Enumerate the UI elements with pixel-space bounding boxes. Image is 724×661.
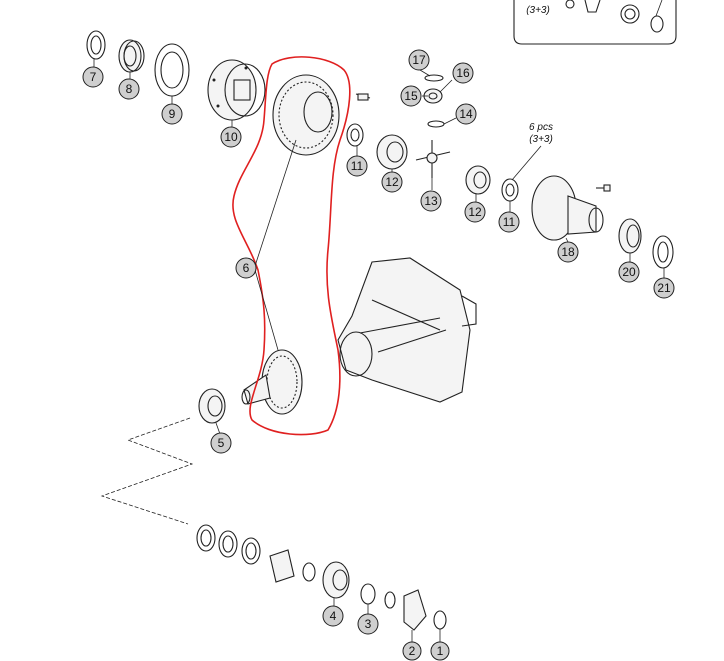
- side-gear-12: [376, 134, 408, 170]
- callout-7: 7: [82, 66, 104, 88]
- axle-housing: [337, 257, 477, 403]
- callout-2: 2: [402, 641, 422, 661]
- svg-text:1: 1: [437, 644, 444, 658]
- callout-17: 17: [408, 49, 430, 71]
- highlight-outline: [232, 56, 351, 436]
- callout-20: 20: [618, 261, 640, 283]
- svg-text:4: 4: [330, 609, 337, 623]
- bearing-8: [118, 39, 145, 73]
- svg-text:11: 11: [503, 215, 516, 229]
- callout-14: 14: [455, 103, 477, 125]
- carrier-10: [207, 59, 266, 121]
- svg-text:14: 14: [459, 107, 473, 121]
- callout-5: 5: [210, 432, 232, 454]
- callout-12a: 12: [381, 171, 403, 193]
- callout-18: 18: [557, 241, 579, 263]
- callout-13: 13: [420, 190, 442, 212]
- side-gear-12b: [465, 165, 491, 195]
- svg-text:21: 21: [657, 281, 671, 295]
- svg-text:6: 6: [243, 261, 250, 275]
- svg-text:15: 15: [404, 89, 418, 103]
- washer-17: [424, 74, 444, 82]
- bearing-5: [198, 388, 226, 424]
- svg-text:18: 18: [561, 245, 575, 259]
- svg-text:11: 11: [351, 159, 364, 173]
- callout-8: 8: [118, 78, 140, 100]
- svg-text:2: 2: [409, 644, 416, 658]
- svg-text:16: 16: [456, 66, 470, 80]
- callout-10: 10: [220, 126, 242, 148]
- callout-4: 4: [322, 605, 344, 627]
- pinion-gear: [241, 349, 303, 415]
- pcs-note-line1: 6 pcs: [529, 122, 553, 133]
- shim-ring-9: [154, 43, 190, 97]
- svg-text:9: 9: [169, 107, 176, 121]
- bearing-race-21: [652, 235, 674, 269]
- spider-13: [415, 140, 451, 178]
- inset-note: (3+3): [526, 5, 550, 16]
- callout-leaders: [93, 58, 665, 642]
- shaft-stack: [196, 524, 447, 631]
- bearing-20: [618, 218, 642, 254]
- pcs-note-line2: (3+3): [529, 134, 553, 145]
- thrust-washer-11b: [501, 178, 519, 202]
- washer-14: [427, 120, 445, 128]
- callout-21: 21: [653, 277, 675, 299]
- pinion-16-15: [423, 88, 443, 104]
- svg-text:7: 7: [90, 70, 97, 84]
- callout-6: 6: [235, 257, 257, 279]
- svg-text:8: 8: [126, 82, 133, 96]
- callout-11a: 11: [346, 155, 368, 177]
- svg-text:3: 3: [365, 617, 372, 631]
- svg-text:20: 20: [622, 265, 636, 279]
- callout-11b: 11: [498, 211, 520, 233]
- callout-9: 9: [161, 103, 183, 125]
- callout-3: 3: [357, 613, 379, 635]
- callout-1: 1: [430, 641, 450, 661]
- callout-12b: 12: [464, 201, 486, 223]
- svg-text:12: 12: [468, 205, 482, 219]
- bearing-race-7: [86, 30, 106, 60]
- carrier-half-18: [531, 175, 611, 241]
- callout-15: 15: [400, 85, 422, 107]
- svg-text:13: 13: [424, 194, 438, 208]
- callout-16: 16: [452, 62, 474, 84]
- thrust-washer-11: [346, 123, 364, 147]
- svg-text:12: 12: [385, 175, 399, 189]
- svg-text:10: 10: [224, 130, 238, 144]
- svg-text:17: 17: [412, 53, 426, 67]
- ring-gear: [272, 74, 371, 156]
- zigzag-leader: [100, 417, 194, 525]
- inset-box: (3+3): [513, 0, 677, 45]
- svg-text:5: 5: [218, 436, 225, 450]
